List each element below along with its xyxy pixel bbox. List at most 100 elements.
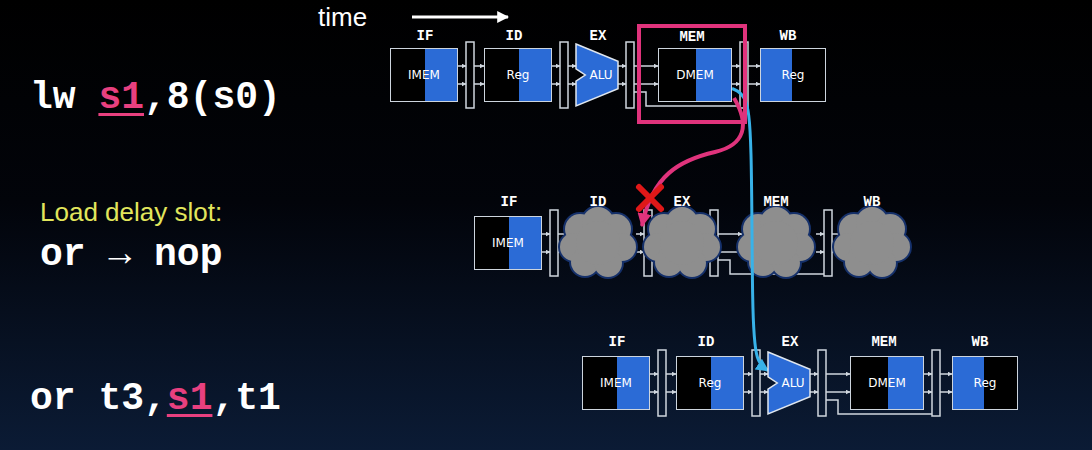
stage-box: Reg [760,48,826,102]
unit-label: ALU [589,68,612,82]
datapath-wire [474,83,484,85]
datapath-wire [542,233,550,235]
stage-label: ID [590,194,607,210]
instruction-text: or → nop [40,233,222,277]
stage-label: EX [782,334,799,350]
cloud-outline [850,221,894,265]
stage-label: EX [590,28,607,44]
alu-body [576,44,618,106]
cloud-outline [754,221,798,265]
datapath-wire [552,65,560,67]
stage-label: ID [506,28,523,44]
datapath-wire [940,373,952,375]
stage-label: MEM [871,334,896,350]
datapath-wire [458,65,466,67]
cloud-fill [660,221,704,265]
forwarding-arrow [732,89,768,371]
datapath-wire [924,391,932,393]
stage-box: DMEM [850,356,924,410]
datapath-wire [650,391,658,393]
datapath-wire [568,83,576,85]
pipeline-register [550,210,558,276]
datapath-wire [542,251,550,253]
register-name: s1 [167,377,213,421]
stage-label: WB [972,334,989,350]
bubble-cloud [834,207,910,277]
datapath-wire [810,373,818,375]
datapath-wire [718,233,742,235]
instruction-part: ,t1 [212,377,280,421]
cross-stroke [639,187,661,209]
stage-label: WB [864,194,881,210]
time-arrow [412,16,508,19]
instruction-part: t3, [98,377,166,421]
alu-shape: ALU [576,44,618,106]
unit-label: DMEM [676,68,714,82]
stage-box: IMEM [474,216,542,270]
datapath-wire [748,65,760,67]
pipeline-register [466,42,474,108]
datapath-wire [636,233,644,235]
stage-label: IF [501,194,518,210]
stage-label: MEM [679,29,704,45]
cloud-fill [754,221,798,265]
stage-label: IF [417,28,434,44]
alu-shape: ALU [768,352,810,414]
datapath-wire [816,233,824,235]
datapath-wire [732,65,740,67]
datapath-wire [732,83,740,85]
highlight-frame: MEM DMEM [637,24,747,124]
datapath-wire [458,83,466,85]
datapath-wire [666,391,676,393]
unit-label: DMEM [868,376,906,390]
datapath-wire [924,373,932,375]
unit-label: Reg [699,376,722,390]
cross-stroke [639,187,661,209]
unit-label: Reg [782,68,805,82]
datapath-wire [940,391,952,393]
datapath-wire [826,373,850,375]
cloud-fill [576,221,620,265]
unit-label: Reg [974,376,997,390]
bubble-clouds [560,207,910,277]
note-text: Load delay slot: [40,197,222,227]
datapath-wire [810,391,818,393]
stage-label: IF [609,334,626,350]
alu-body [768,352,810,414]
axis-label: time [318,2,367,32]
pipeline-register [932,350,940,416]
datapath-wire [666,373,676,375]
stage-box: IMEM [390,48,458,102]
instruction-line: lw s1,8(s0) [30,76,281,120]
stage-box: Reg [952,356,1018,410]
unit-label: IMEM [600,376,632,390]
datapath-wire [760,373,768,375]
bubble-cloud [560,207,636,277]
datapath-wire [744,391,752,393]
instruction-part: or [30,377,76,421]
pipeline-register [560,42,568,108]
bubble-cloud [644,207,720,277]
datapath-wire [816,251,824,253]
register-name: s1 [98,76,144,120]
instruction-part: lw [30,76,76,120]
stage-label: ID [698,334,715,350]
pipeline-registers [458,42,952,416]
datapath-wire [826,391,850,393]
stage-label: EX [674,194,691,210]
pipeline-register [824,210,832,276]
datapath-wire [650,373,658,375]
unit-label: IMEM [492,236,524,250]
cloud-outline [660,221,704,265]
instruction-part: ,8(s0) [144,76,281,120]
stage-box: Reg [676,356,744,410]
cloud-outline [576,221,620,265]
pipeline-register [626,42,634,108]
datapath-wire [552,83,560,85]
stage-label: WB [780,28,797,44]
datapath-wire [618,83,626,85]
pipeline-register [658,350,666,416]
stage-box: IMEM [582,356,650,410]
unit-label: Reg [507,68,530,82]
